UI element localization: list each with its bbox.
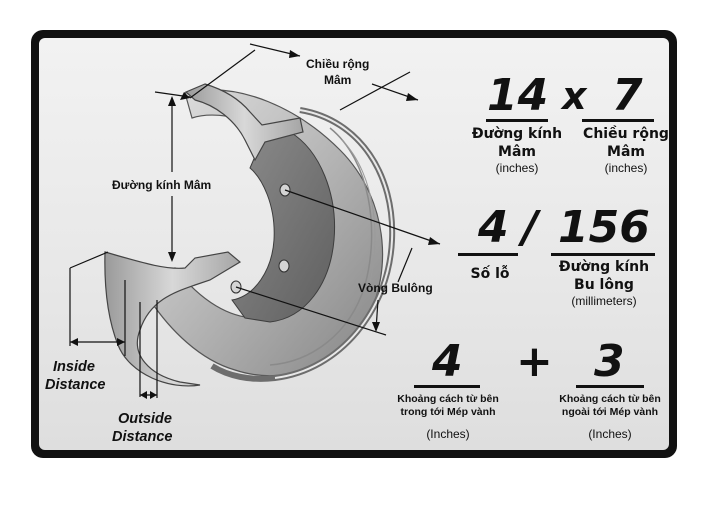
bolt-pcd-unit: (millimeters) <box>571 294 637 308</box>
bolt-holes-value: 4 <box>478 202 509 253</box>
bolt-pcd-caption: Đường kính Bu lông (millimeters) <box>552 258 656 308</box>
outside-offset-underline <box>576 385 644 388</box>
bolt-pcd-underline <box>551 253 655 256</box>
inside-offset-caption-line1: Khoảng cách từ bên <box>397 393 499 405</box>
bolt-pcd-value: 156 <box>558 202 650 253</box>
inside-offset-caption: Khoảng cách từ bên trong tới Mép vành (I… <box>394 393 502 441</box>
rim-width-label: Chiều rộng Mâm <box>306 56 369 88</box>
rim-diameter-caption: Đường kính Mâm (inches) <box>466 125 568 175</box>
rim-diameter-value: 14 <box>487 70 549 121</box>
rim-diameter-label: Đường kính Mâm <box>112 178 212 192</box>
outside-distance-line2: Distance <box>112 429 173 445</box>
rim-width-label-line1: Chiều rộng <box>306 57 370 71</box>
bolt-separator: / <box>522 202 539 253</box>
rim-width-caption-line2: Mâm <box>607 144 645 160</box>
inside-offset-unit: (Inches) <box>426 427 470 441</box>
inside-offset-underline <box>414 385 480 388</box>
rim-width-unit: (inches) <box>604 161 648 175</box>
rim-diameter-unit: (inches) <box>495 161 539 175</box>
outside-offset-caption-line1: Khoảng cách từ bên <box>559 393 661 405</box>
rim-width-value: 7 <box>612 70 643 121</box>
rim-diameter-underline <box>486 119 548 122</box>
rim-width-caption: Chiều rộng Mâm (inches) <box>576 125 676 175</box>
outside-offset-caption-line2: ngoài tới Mép vành <box>561 406 659 418</box>
outside-offset-unit: (Inches) <box>588 427 632 441</box>
inside-offset-value: 4 <box>432 336 463 387</box>
size-separator: x <box>562 74 587 118</box>
bolt-pcd-caption-line1: Đường kính <box>558 259 650 275</box>
offset-plus: + <box>516 336 553 387</box>
outside-distance-label: Outside Distance <box>112 410 172 446</box>
outside-distance-line1: Outside <box>118 411 172 427</box>
rim-diameter-caption-line1: Đường kính <box>471 126 563 142</box>
bolt-hole <box>278 259 290 273</box>
rim-width-caption-line1: Chiều rộng <box>583 126 669 142</box>
rim-center-disc <box>231 131 336 323</box>
rim-width-label-line2: Mâm <box>323 73 352 87</box>
inside-offset-caption-line2: trong tới Mép vành <box>400 406 496 418</box>
rim-diameter-caption-line2: Mâm <box>498 144 536 160</box>
inside-distance-label: Inside Distance <box>45 358 105 394</box>
outside-offset-caption: Khoảng cách từ bên ngoài tới Mép vành (I… <box>555 393 665 441</box>
rim-width-underline <box>582 119 654 122</box>
bolt-circle-label: Vòng Bulông <box>358 281 433 295</box>
inside-distance-line2: Distance <box>45 377 106 393</box>
rim-profile-top <box>184 83 304 162</box>
inside-distance-line1: Inside <box>53 359 95 375</box>
bolt-holes-underline <box>458 253 518 256</box>
bolt-pcd-caption-line2: Bu lông <box>574 277 634 293</box>
bolt-holes-caption: Số lỗ <box>470 266 510 282</box>
outside-offset-value: 3 <box>594 336 625 387</box>
